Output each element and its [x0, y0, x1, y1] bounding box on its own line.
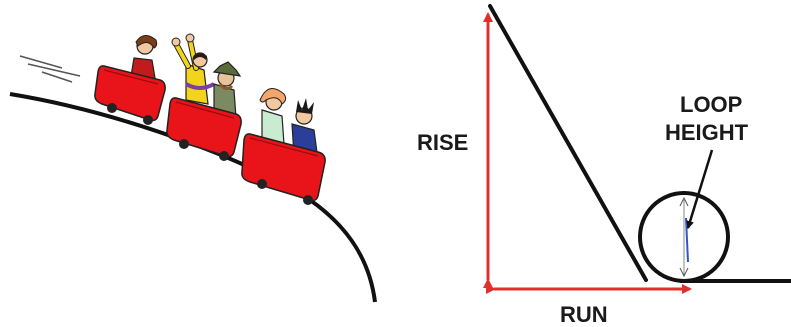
loop-height-label-line2: HEIGHT: [665, 120, 749, 145]
rise-label: RISE: [417, 130, 468, 155]
coaster-car-3: [241, 88, 326, 205]
speed-lines: [19, 55, 81, 83]
loop-circle: [638, 191, 730, 283]
coaster-car-2: [166, 33, 242, 161]
loop-height-marker: [679, 196, 689, 278]
run-label: RUN: [560, 302, 608, 327]
roller-coaster-illustration: [9, 33, 377, 303]
physics-diagram: RISE RUN LOOP HEIGHT: [417, 4, 791, 327]
loop-height-pointer: [686, 149, 714, 229]
loop-height-label-line1: LOOP: [680, 92, 742, 117]
rider-2: [171, 33, 215, 105]
rider-4: [259, 88, 287, 145]
incline-track: [488, 4, 648, 282]
coaster-car-1: [94, 35, 166, 125]
